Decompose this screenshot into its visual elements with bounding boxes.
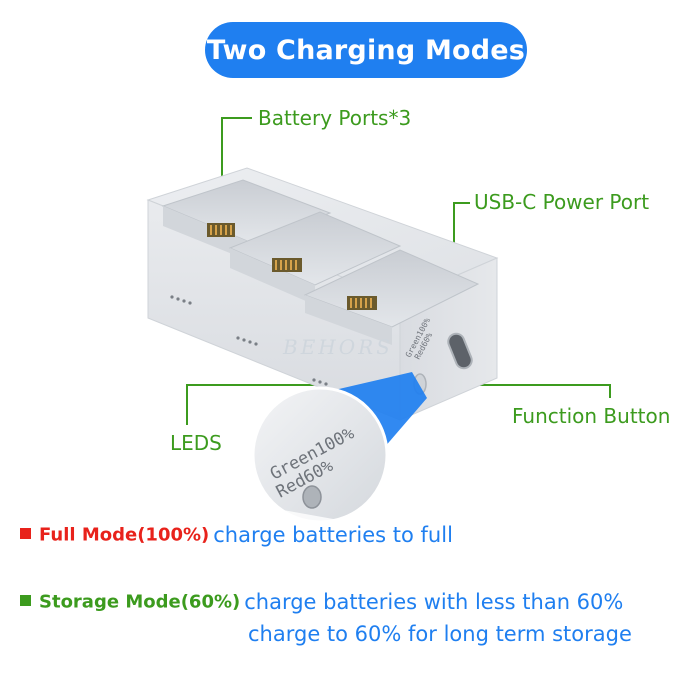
mode-full: Full Mode(100%)charge batteries to full xyxy=(20,523,453,547)
mode-full-desc: charge batteries to full xyxy=(213,523,453,547)
battery-slot xyxy=(228,211,402,305)
callout-battery-ports: Battery Ports*3 xyxy=(258,106,412,130)
mode-storage-name: Storage Mode(60%) xyxy=(39,591,241,613)
title-banner: Two Charging Modes xyxy=(205,22,527,78)
page-title: Two Charging Modes xyxy=(206,34,526,66)
mode-storage: Storage Mode(60%)charge batteries with l… xyxy=(20,590,623,614)
battery-slot xyxy=(303,249,480,345)
mode-storage-desc-line2: charge to 60% for long term storage xyxy=(248,622,632,646)
green-square-icon xyxy=(20,594,31,606)
watermark: BEHORS xyxy=(283,335,393,359)
red-square-icon xyxy=(20,527,31,539)
mode-storage-desc: charge batteries with less than 60% xyxy=(244,590,624,614)
vent-holes xyxy=(170,295,328,386)
callout-usb-c: USB-C Power Port xyxy=(474,190,650,214)
callout-leds: LEDS xyxy=(170,431,222,455)
mode-full-name: Full Mode(100%) xyxy=(39,524,210,546)
usb-c-port[interactable] xyxy=(446,331,474,370)
callout-function-button: Function Button xyxy=(512,404,671,428)
